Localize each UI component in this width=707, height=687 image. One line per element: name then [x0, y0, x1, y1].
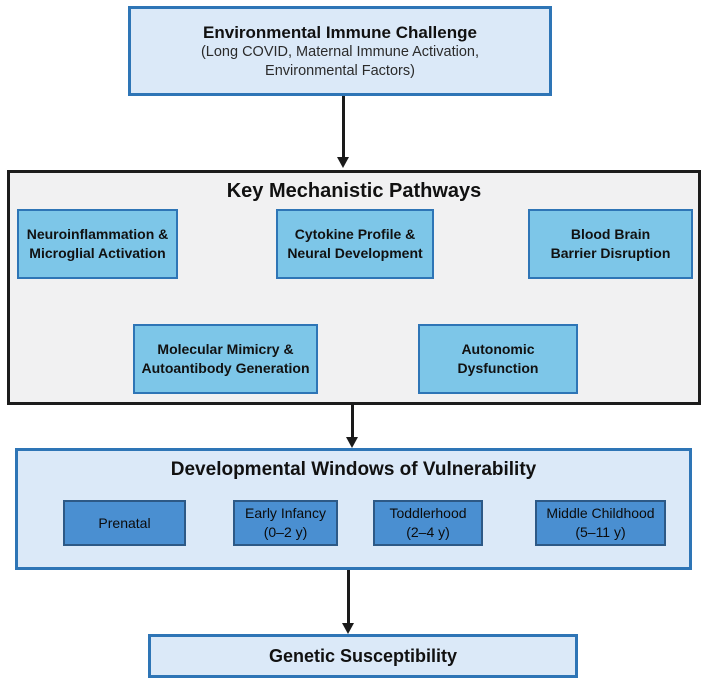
window-prenatal-box: Prenatal [63, 500, 186, 546]
pathway-label-line: Barrier Disruption [550, 245, 671, 261]
pathway-neuroinflammation-box: Neuroinflammation & Microglial Activatio… [17, 209, 178, 279]
environmental-immune-challenge-subtitle-line2: Environmental Factors) [265, 62, 415, 79]
pathway-label-line: Microglial Activation [29, 245, 166, 261]
pathway-autonomic-dysfunction-box: Autonomic Dysfunction [418, 324, 578, 394]
key-mechanistic-pathways-title: Key Mechanistic Pathways [226, 180, 482, 202]
pathway-label-line: Neuroinflammation & [26, 226, 169, 243]
pathway-label-line: Molecular Mimicry & [157, 341, 294, 358]
window-label-line: Early Infancy [245, 505, 326, 522]
developmental-windows-title: Developmental Windows of Vulnerability [170, 459, 537, 480]
key-mechanistic-pathways-box: Key Mechanistic Pathways Neuroinflammati… [7, 170, 701, 405]
pathway-label-line: Autonomic [461, 341, 535, 358]
arrow-down-icon [341, 570, 355, 634]
window-toddlerhood-box: Toddlerhood (2–4 y) [373, 500, 483, 546]
pathway-label-line: Dysfunction [457, 360, 539, 376]
pathway-label-line: Neural Development [287, 245, 423, 261]
window-label-line: Toddlerhood [389, 505, 467, 522]
arrow-head [346, 437, 358, 448]
window-middle-childhood-box: Middle Childhood (5–11 y) [535, 500, 666, 546]
environmental-immune-challenge-box: Environmental Immune Challenge (Long COV… [128, 6, 552, 96]
arrow-stem [350, 405, 354, 437]
window-label-line: Prenatal [98, 514, 151, 531]
window-label-line: (0–2 y) [263, 524, 308, 540]
arrow-down-icon [336, 96, 350, 168]
arrow-stem [341, 96, 345, 157]
arrow-stem [346, 570, 350, 623]
environmental-immune-challenge-title: Environmental Immune Challenge [203, 22, 477, 42]
pathway-label-line: Blood Brain [570, 226, 651, 243]
window-label-line: (2–4 y) [406, 524, 450, 540]
window-label-line: (5–11 y) [575, 524, 626, 540]
pathway-molecular-mimicry-box: Molecular Mimicry & Autoantibody Generat… [133, 324, 318, 394]
pathway-blood-brain-barrier-box: Blood Brain Barrier Disruption [528, 209, 693, 279]
genetic-susceptibility-title: Genetic Susceptibility [268, 645, 458, 666]
pathway-label-line: Cytokine Profile & [294, 226, 416, 243]
arrow-down-icon [345, 405, 359, 448]
arrow-head [342, 623, 354, 634]
arrow-head [337, 157, 349, 168]
genetic-susceptibility-box: Genetic Susceptibility [148, 634, 578, 678]
window-early-infancy-box: Early Infancy (0–2 y) [233, 500, 338, 546]
environmental-immune-challenge-subtitle-line1: (Long COVID, Maternal Immune Activation, [200, 43, 480, 60]
pathway-cytokine-profile-box: Cytokine Profile & Neural Development [276, 209, 434, 279]
window-label-line: Middle Childhood [546, 505, 655, 522]
developmental-windows-box: Developmental Windows of Vulnerability P… [15, 448, 692, 570]
pathway-label-line: Autoantibody Generation [141, 360, 310, 376]
